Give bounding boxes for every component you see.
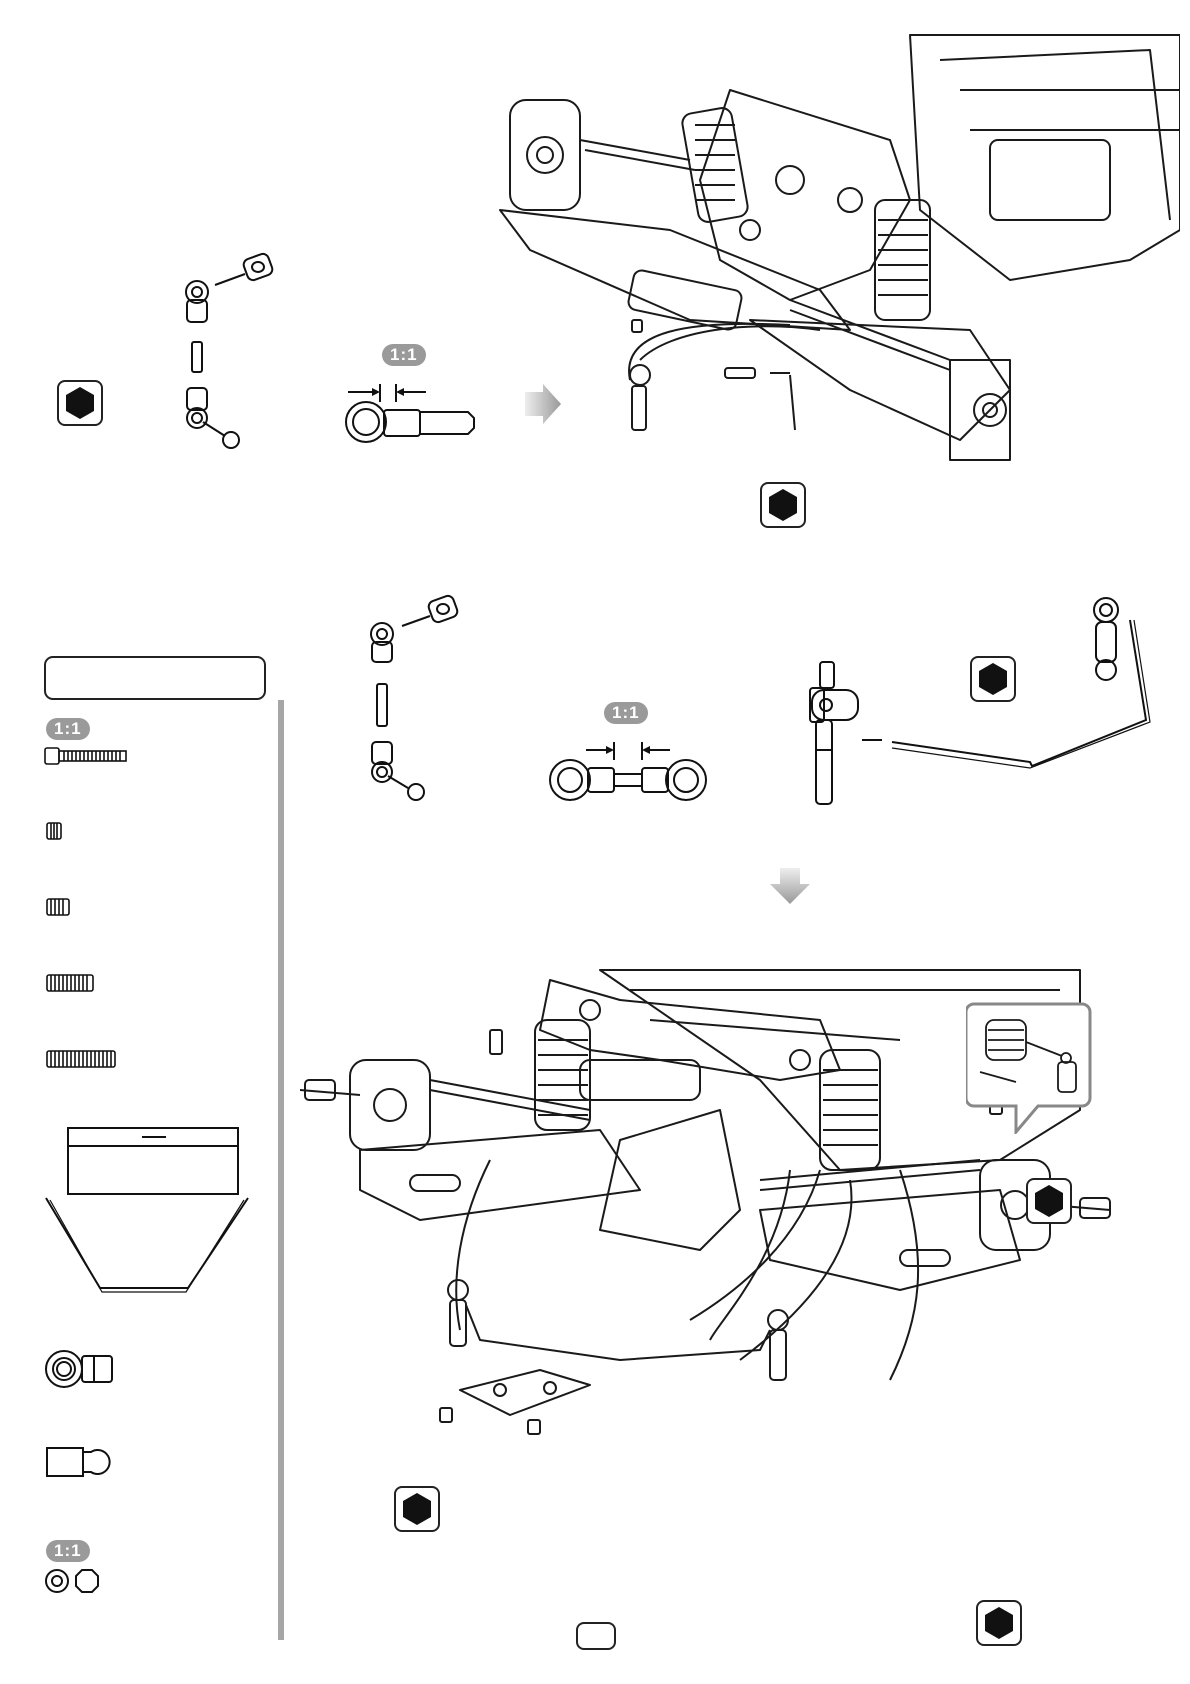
parts-list-header xyxy=(44,656,266,700)
set-screw-short-icon xyxy=(46,822,62,840)
exploded-turnbuckle-top xyxy=(175,250,285,450)
hex-wrench-badge xyxy=(760,482,806,528)
scale-badge: 1:1 xyxy=(382,344,426,366)
link-length-gauge-top xyxy=(340,380,480,452)
hex-icon xyxy=(766,488,800,522)
set-screw-medium-icon xyxy=(46,898,70,916)
detail-callout xyxy=(966,1002,1092,1134)
set-screw-xlong-icon xyxy=(46,1050,116,1068)
ball-stud-icon xyxy=(44,1442,114,1482)
link-length-gauge-front xyxy=(546,738,710,802)
washer-nut-icon xyxy=(44,1568,102,1594)
pillow-ball-end-icon xyxy=(44,1348,114,1390)
hex-wrench-badge xyxy=(1026,1178,1072,1224)
cap-screw-icon xyxy=(44,745,128,767)
hex-icon xyxy=(976,662,1010,696)
exploded-turnbuckle-front xyxy=(360,592,470,802)
hex-wrench-badge xyxy=(394,1486,440,1532)
page-number-box xyxy=(576,1622,616,1650)
hex-icon xyxy=(63,386,97,420)
shim-box-icon xyxy=(44,1126,254,1296)
set-screw-long-icon xyxy=(46,974,94,992)
hex-wrench-badge xyxy=(976,1600,1022,1646)
scale-badge: 1:1 xyxy=(46,718,90,740)
hex-icon xyxy=(400,1492,434,1526)
sidebar-divider xyxy=(278,700,284,1640)
scale-badge: 1:1 xyxy=(604,702,648,724)
arrow-down-icon xyxy=(770,868,810,904)
rear-chassis-illustration xyxy=(490,30,1180,510)
hex-icon xyxy=(982,1606,1016,1640)
scale-badge: 1:1 xyxy=(46,1540,90,1562)
hex-wrench-badge xyxy=(970,656,1016,702)
assembled-link-front xyxy=(770,590,1170,820)
hex-wrench-badge xyxy=(57,380,103,426)
hex-icon xyxy=(1032,1184,1066,1218)
